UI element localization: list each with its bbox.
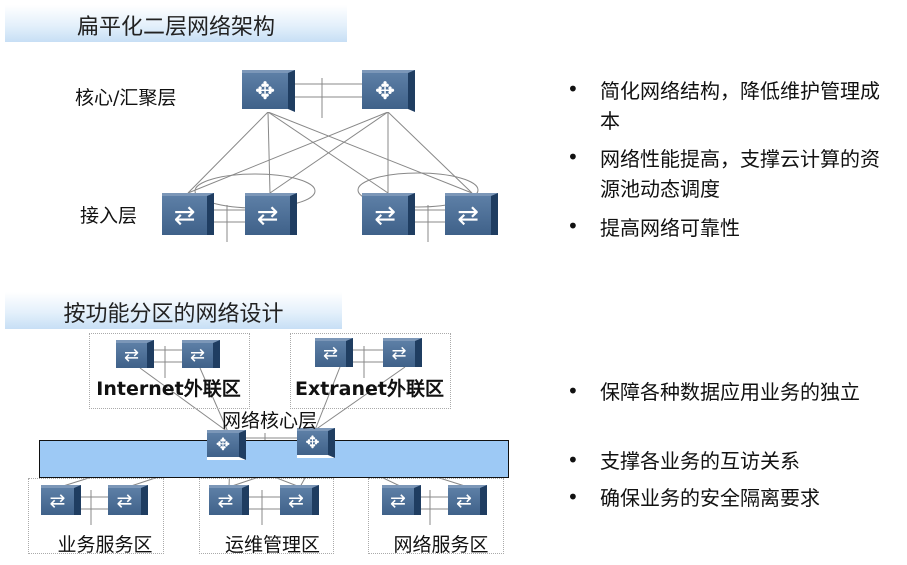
bullet-icon: • bbox=[567, 379, 579, 403]
section-title: 按功能分区的网络设计 bbox=[63, 302, 284, 327]
access-switch-icon: ⇄ bbox=[182, 340, 220, 368]
zone-label-business: 业务服务区 bbox=[57, 534, 153, 556]
access-switch-icon: ⇄ bbox=[108, 485, 148, 515]
access-switch-icon: ⇄ bbox=[382, 485, 421, 515]
network-core-band bbox=[39, 440, 509, 478]
zone-operations bbox=[199, 478, 334, 554]
zone-label-extranet: Extranet外联区 bbox=[294, 378, 444, 400]
zone-internet bbox=[89, 333, 250, 409]
bullet-icon: • bbox=[567, 448, 579, 472]
router-switch-icon: ✥ bbox=[362, 70, 415, 112]
access-switch-icon: ⇄ bbox=[445, 193, 498, 235]
core-aggregation-layer-label: 核心/汇聚层 bbox=[75, 87, 177, 109]
access-switch-icon: ⇄ bbox=[315, 338, 353, 367]
bullet-text: 保障各种数据应用业务的独立 bbox=[600, 380, 860, 404]
section-header-flat-architecture: 扁平化二层网络架构 bbox=[5, 5, 347, 42]
bullet-icon: • bbox=[567, 485, 579, 509]
zone-label-network-services: 网络服务区 bbox=[393, 534, 489, 556]
bullet-text: 支撑各业务的互访关系 bbox=[600, 449, 800, 473]
network-core-layer-label: 网络核心层 bbox=[222, 410, 318, 432]
zone-business bbox=[28, 478, 164, 554]
access-switch-icon: ⇄ bbox=[162, 193, 214, 235]
access-switch-icon: ⇄ bbox=[383, 338, 422, 367]
bullet-text: 简化网络结构，降低维护管理成本 bbox=[600, 79, 880, 133]
zone-label-internet: Internet外联区 bbox=[96, 378, 241, 400]
bullet-icon: • bbox=[567, 214, 579, 238]
access-layer-label: 接入层 bbox=[80, 205, 138, 227]
bullet-icon: • bbox=[567, 77, 579, 101]
bullet-text: 提高网络可靠性 bbox=[600, 216, 740, 240]
access-switch-icon: ⇄ bbox=[209, 485, 249, 515]
zone-extranet bbox=[290, 333, 451, 409]
access-switch-icon: ⇄ bbox=[362, 193, 415, 235]
access-switch-icon: ⇄ bbox=[41, 485, 81, 515]
access-switch-icon: ⇄ bbox=[245, 193, 297, 235]
bullet-text: 确保业务的安全隔离要求 bbox=[600, 486, 820, 510]
section-header-zoned-design: 按功能分区的网络设计 bbox=[5, 292, 342, 329]
bullet-text: 网络性能提高，支撑云计算的资源池动态调度 bbox=[600, 147, 880, 201]
router-switch-icon: ✥ bbox=[242, 70, 295, 112]
zone-label-operations: 运维管理区 bbox=[224, 534, 320, 556]
access-switch-icon: ⇄ bbox=[448, 485, 487, 515]
section-title: 扁平化二层网络架构 bbox=[76, 15, 275, 40]
router-switch-icon: ✥ bbox=[297, 428, 335, 458]
zone-network-services bbox=[368, 478, 504, 554]
access-switch-icon: ⇄ bbox=[116, 340, 154, 368]
access-switch-icon: ⇄ bbox=[280, 485, 319, 515]
router-switch-icon: ✥ bbox=[207, 430, 246, 460]
bullet-icon: • bbox=[567, 145, 579, 169]
